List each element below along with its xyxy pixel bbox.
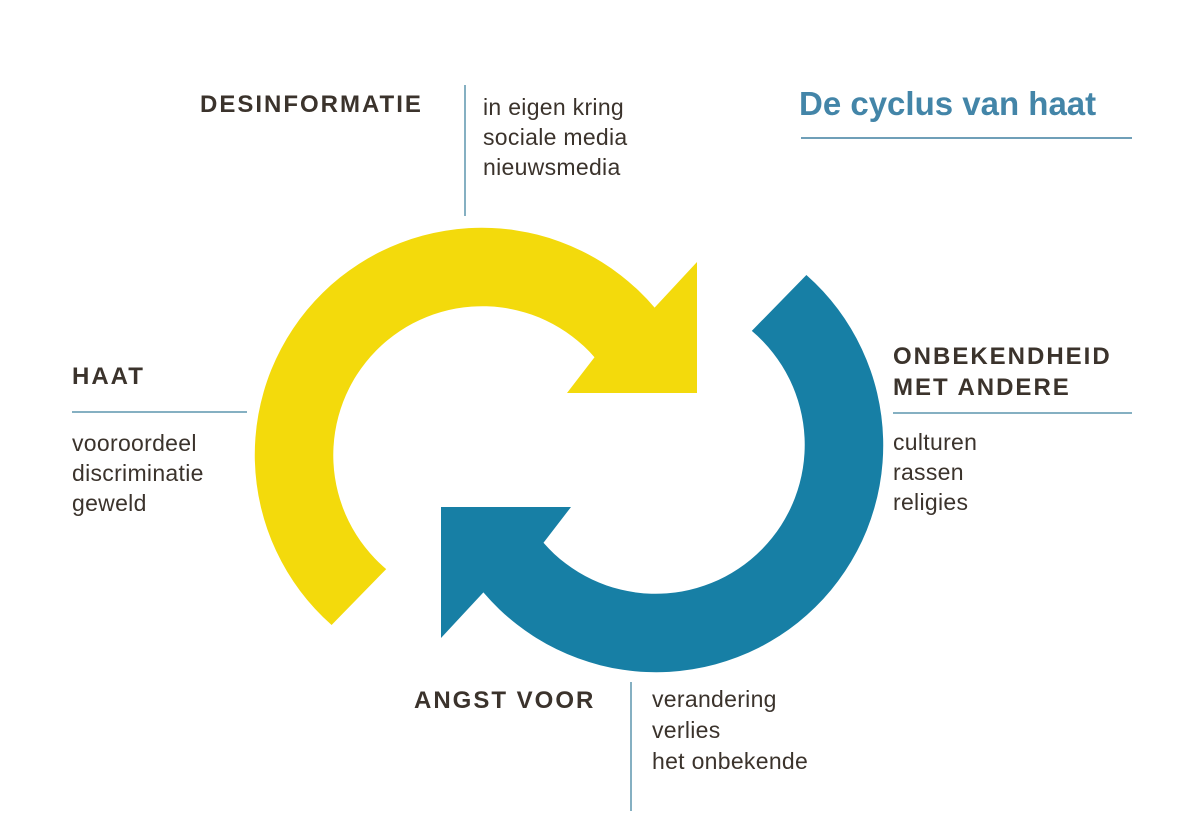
cycle-arrow-yellow	[254, 227, 697, 625]
node-item: rassen	[893, 459, 964, 485]
title-underline	[801, 137, 1132, 139]
node-item: culturen	[893, 429, 978, 455]
page-title: De cyclus van haat	[799, 85, 1097, 122]
node-item: nieuwsmedia	[483, 154, 621, 180]
node-item: sociale media	[483, 124, 628, 150]
node-label-line: ONBEKENDHEID	[893, 343, 1112, 370]
node-items-haat: vooroordeel discriminatie geweld	[72, 428, 204, 518]
node-label-onbekendheid: ONBEKENDHEID MET ANDERE	[893, 341, 1112, 403]
node-item: verlies	[652, 717, 721, 743]
divider-line-haat	[72, 411, 247, 413]
node-item: religies	[893, 489, 969, 515]
node-items-desinformatie: in eigen kring sociale media nieuwsmedia	[483, 92, 628, 182]
node-items-angst-voor: verandering verlies het onbekende	[652, 684, 808, 777]
node-item: vooroordeel	[72, 430, 197, 456]
node-items-onbekendheid: culturen rassen religies	[893, 427, 977, 517]
divider-line-angst-voor	[630, 682, 632, 811]
node-label-line: MET ANDERE	[893, 374, 1071, 401]
node-item: in eigen kring	[483, 94, 625, 120]
node-label-haat: HAAT	[72, 363, 145, 390]
node-item: verandering	[652, 686, 777, 712]
node-label-angst-voor: ANGST VOOR	[414, 687, 596, 714]
divider-line-onbekendheid	[893, 412, 1132, 414]
node-item: het onbekende	[652, 748, 809, 774]
divider-line-desinformatie	[464, 85, 466, 216]
node-item: geweld	[72, 490, 147, 516]
cycle-arrow-blue	[441, 275, 884, 673]
node-label-desinformatie: DESINFORMATIE	[200, 91, 423, 118]
node-item: discriminatie	[72, 460, 204, 486]
